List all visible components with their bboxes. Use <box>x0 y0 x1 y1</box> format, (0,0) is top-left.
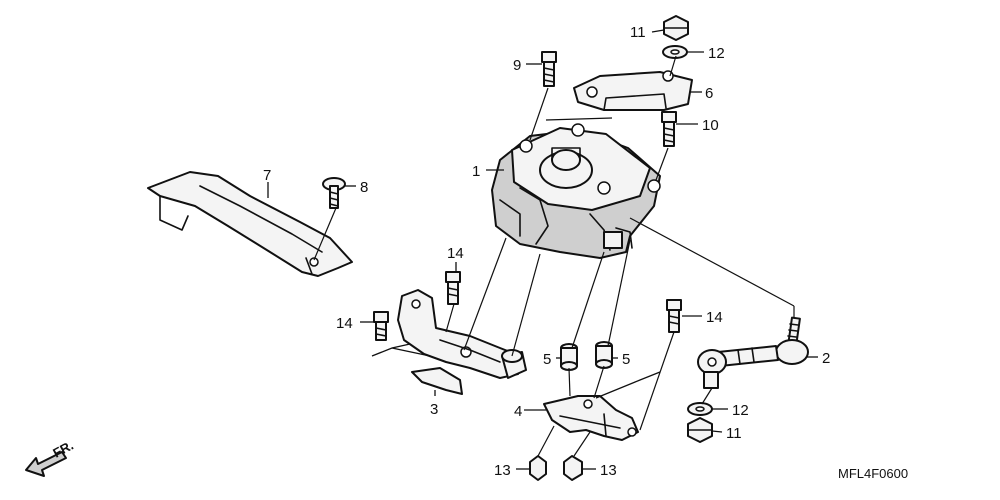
part-5-collar-a <box>560 343 578 371</box>
callout-1: 1 <box>472 163 480 180</box>
callout-9: 9 <box>513 57 521 74</box>
callout-7: 7 <box>263 167 271 184</box>
callout-14c: 14 <box>706 309 723 326</box>
part-10-bolt <box>661 111 677 147</box>
callout-12a: 12 <box>708 45 725 62</box>
part-9-bolt <box>541 51 557 87</box>
part-13-nut-b <box>563 455 583 481</box>
part-11-nut-top <box>663 15 689 41</box>
part-8-bolt <box>322 177 346 209</box>
part-7-cover <box>147 171 353 277</box>
callout-10: 10 <box>702 117 719 134</box>
callout-6: 6 <box>705 85 713 102</box>
callout-5a: 5 <box>543 351 551 368</box>
callout-11a: 11 <box>630 24 646 41</box>
callout-13a: 13 <box>494 462 511 479</box>
part-3-bracket <box>397 289 527 395</box>
diagram-code: MFL4F0600 <box>838 466 908 481</box>
callout-14b: 14 <box>336 315 353 332</box>
part-13-nut-a <box>529 455 547 481</box>
callout-2: 2 <box>822 350 830 367</box>
callout-14a: 14 <box>447 245 464 262</box>
part-6-stay <box>573 70 693 111</box>
part-5-collar-b <box>595 341 613 369</box>
callout-labels: 1 2 3 4 5 5 6 7 8 9 10 11 12 12 11 13 13… <box>263 24 830 479</box>
callout-4: 4 <box>514 403 522 420</box>
front-direction-indicator: FR. <box>25 438 76 477</box>
callout-leaders <box>267 29 818 470</box>
callout-3: 3 <box>430 401 438 418</box>
callout-5b: 5 <box>622 351 630 368</box>
alignment-lines <box>313 55 795 457</box>
callout-11b: 11 <box>726 425 742 442</box>
part-2-link-rod <box>697 316 809 389</box>
callout-13b: 13 <box>600 462 617 479</box>
part-12-washer-top <box>662 45 688 59</box>
callout-8: 8 <box>360 179 368 196</box>
callout-12b: 12 <box>732 402 749 419</box>
part-14-bolt-c <box>666 299 682 333</box>
front-arrow-icon <box>25 451 67 477</box>
part-12-washer-bottom <box>687 402 713 416</box>
part-14-bolt-b <box>373 311 389 341</box>
part-14-bolt-a <box>445 271 461 305</box>
part-4-bracket <box>543 395 639 441</box>
part-1-main-unit <box>491 123 661 259</box>
part-11-nut-bottom <box>687 417 713 443</box>
